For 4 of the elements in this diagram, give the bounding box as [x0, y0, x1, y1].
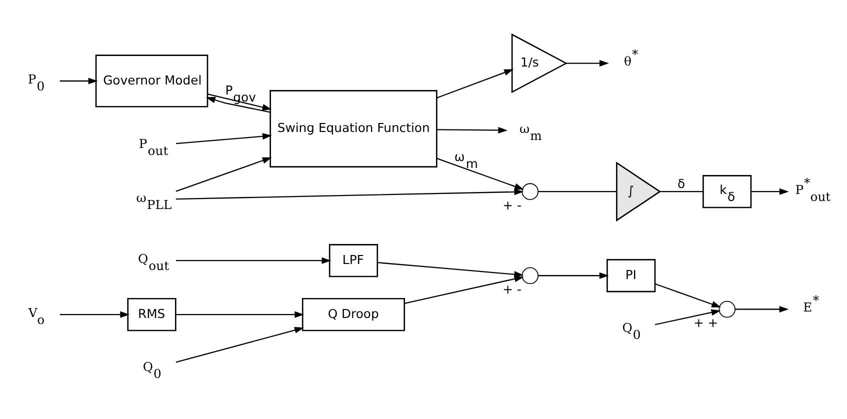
- node-label: + -: [502, 198, 522, 212]
- node-label: + +: [693, 316, 718, 330]
- node-label: + -: [502, 282, 522, 297]
- edge-label: δ: [678, 177, 686, 192]
